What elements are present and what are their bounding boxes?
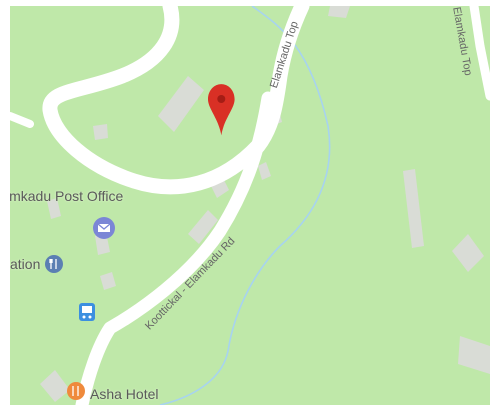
bus-stop-icon[interactable] xyxy=(79,303,95,321)
roads xyxy=(10,6,490,405)
map-canvas xyxy=(10,6,490,405)
river xyxy=(159,6,331,405)
road-right xyxy=(469,6,490,101)
location-pin-icon[interactable] xyxy=(208,84,235,136)
road-koottickal xyxy=(75,91,275,405)
road-winding xyxy=(42,6,310,195)
hotel-label: Asha Hotel xyxy=(90,386,159,402)
map-view[interactable]: lmkadu Post Office ation Asha Hotel Koot… xyxy=(10,6,490,405)
mail-icon[interactable] xyxy=(93,217,115,239)
road-small-left xyxy=(10,112,34,128)
restaurant-icon[interactable] xyxy=(67,382,85,400)
fork-knife-icon[interactable] xyxy=(45,255,63,273)
station-label: ation xyxy=(10,256,41,272)
post-office-label: lmkadu Post Office xyxy=(10,188,124,204)
